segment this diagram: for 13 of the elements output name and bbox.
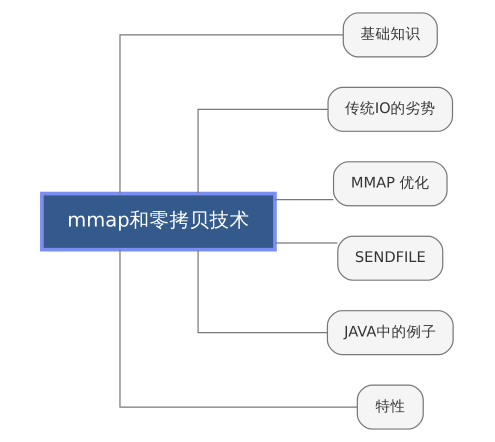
node-box: mmap和零拷贝技术	[40, 192, 277, 252]
node-box: 传统IO的劣势	[327, 86, 454, 132]
connector	[275, 199, 334, 200]
connector	[119, 34, 344, 194]
node-box: JAVA中的例子	[326, 310, 454, 356]
connector	[197, 250, 328, 334]
connector	[197, 108, 328, 194]
connector	[275, 242, 338, 244]
node-box: 基础知识	[342, 12, 438, 58]
node-box: 特性	[356, 384, 424, 430]
connector	[119, 250, 358, 408]
node-box: SENDFILE	[337, 236, 444, 281]
node-box: MMAP 优化	[332, 161, 448, 206]
